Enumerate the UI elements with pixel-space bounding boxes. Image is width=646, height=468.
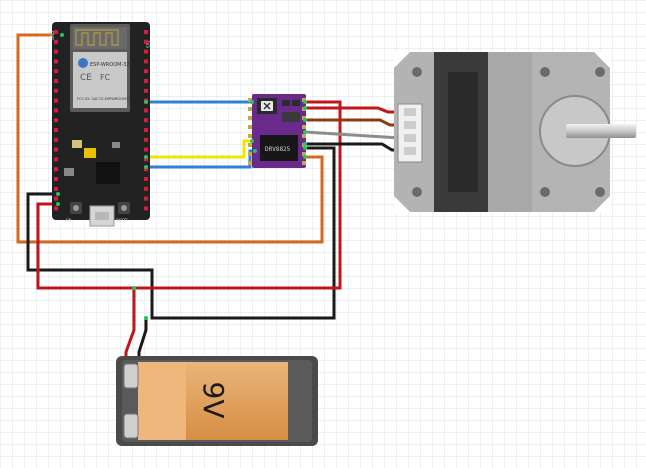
boot-label: BOOT bbox=[116, 218, 128, 223]
wire-end-dot bbox=[56, 202, 60, 206]
regulator-chip bbox=[96, 162, 120, 184]
esp32-pin bbox=[144, 118, 148, 123]
esp32-pin bbox=[144, 88, 148, 93]
driver-pin bbox=[248, 161, 252, 165]
wire-end-dot bbox=[303, 155, 307, 159]
heatsink-chip bbox=[260, 135, 298, 161]
battery-label: 9V bbox=[197, 382, 230, 419]
wires bbox=[16, 33, 401, 366]
wire-end-dot bbox=[144, 155, 148, 159]
driver-chip-label: DRV8825 bbox=[265, 146, 291, 153]
yellow-wire bbox=[146, 139, 252, 159]
wire-end-dot bbox=[144, 100, 148, 104]
esp32-pin bbox=[54, 196, 58, 201]
battery-terminal-positive bbox=[123, 363, 139, 389]
driver-pin bbox=[302, 98, 306, 102]
wire-end-dot bbox=[132, 286, 136, 290]
wire-end-dot bbox=[303, 130, 307, 134]
esp32-pin bbox=[54, 186, 58, 191]
driver-pin bbox=[302, 161, 306, 165]
esp32-pin bbox=[54, 167, 58, 172]
wire-end-dot bbox=[303, 142, 307, 146]
wire-end-dot bbox=[303, 106, 307, 110]
driver-pin bbox=[302, 116, 306, 120]
black-wire-esp-gnd bbox=[26, 146, 336, 320]
wire-end-dot bbox=[56, 192, 60, 196]
fcc-mark: FC bbox=[100, 73, 111, 82]
esp32-pin bbox=[54, 79, 58, 83]
wire-end-dot bbox=[250, 139, 254, 143]
driver-pin bbox=[248, 134, 252, 138]
esp32-pin bbox=[144, 167, 148, 172]
wire-end-dot bbox=[253, 149, 257, 153]
esp32-pin bbox=[144, 79, 148, 83]
esp32-pin bbox=[144, 49, 148, 54]
driver-pin bbox=[248, 125, 252, 129]
esp32-pin bbox=[54, 118, 58, 123]
esp32-pin bbox=[54, 98, 58, 103]
drv8825-driver[interactable]: DRV8825 bbox=[248, 94, 306, 168]
esp32-pin bbox=[144, 108, 148, 113]
module-label-2: FCC ID: 2AC7Z-ESPWROOM32 bbox=[77, 97, 131, 101]
pin-label-3v3: 3V3 bbox=[145, 40, 150, 48]
wire-end-dot bbox=[303, 118, 307, 122]
stepper-motor[interactable] bbox=[394, 52, 636, 212]
esp32-board[interactable]: ESP-WROOM-32 CE FC FCC ID: 2AC7Z-ESPWROO… bbox=[50, 22, 150, 227]
esp32-pin bbox=[144, 30, 148, 34]
esp32-pin bbox=[54, 137, 58, 142]
driver-pin bbox=[302, 134, 306, 138]
battery-9v[interactable]: 9V bbox=[116, 356, 318, 446]
esp32-pin bbox=[54, 69, 58, 74]
esp32-pin bbox=[54, 49, 58, 54]
driver-pin bbox=[248, 143, 252, 147]
red-wire-esp bbox=[36, 100, 342, 290]
esp32-left-pin-header bbox=[54, 30, 58, 211]
esp32-pin bbox=[144, 137, 148, 142]
esp32-pin bbox=[54, 128, 58, 132]
driver-pin bbox=[248, 98, 252, 102]
wire-end-dot bbox=[250, 100, 254, 104]
esp32-pin bbox=[54, 39, 58, 44]
motor-shaft bbox=[566, 124, 636, 138]
esp32-pin bbox=[54, 206, 58, 211]
esp32-pin bbox=[54, 108, 58, 113]
esp32-pin bbox=[54, 59, 58, 64]
ce-mark: CE bbox=[80, 73, 92, 83]
orange-wire bbox=[16, 33, 324, 244]
esp32-pin bbox=[144, 59, 148, 64]
wire-end-dot bbox=[303, 146, 307, 150]
esp32-pin bbox=[144, 177, 148, 181]
esp32-pin bbox=[54, 157, 58, 162]
wire-end-dot bbox=[60, 33, 64, 37]
driver-pin bbox=[248, 116, 252, 120]
esp32-pin bbox=[144, 186, 148, 191]
esp32-pin bbox=[54, 177, 58, 181]
esp32-pin bbox=[54, 147, 58, 152]
esp32-pin bbox=[144, 147, 148, 152]
esp32-pin bbox=[144, 157, 148, 162]
wire-end-markers bbox=[56, 33, 307, 320]
driver-left-pins bbox=[248, 98, 252, 165]
esp32-pin bbox=[144, 69, 148, 74]
wifi-logo-icon bbox=[78, 58, 88, 68]
battery-terminal-negative bbox=[123, 413, 139, 439]
en-label: EN bbox=[66, 218, 72, 223]
esp32-pin bbox=[144, 206, 148, 211]
esp32-pin bbox=[54, 30, 58, 34]
wire-end-dot bbox=[144, 316, 148, 320]
wire-end-dot bbox=[144, 165, 148, 169]
esp32-pin bbox=[54, 88, 58, 93]
driver-pin bbox=[302, 125, 306, 129]
wire-end-dot bbox=[303, 100, 307, 104]
esp32-pin bbox=[144, 39, 148, 44]
module-label-1: ESP-WROOM-32 bbox=[90, 62, 130, 68]
driver-pin bbox=[248, 107, 252, 111]
driver-pin bbox=[302, 152, 306, 156]
driver-pin bbox=[248, 152, 252, 156]
motor-wire-gray bbox=[304, 130, 401, 140]
pin-label-gnd: GND bbox=[50, 31, 55, 40]
esp32-pin bbox=[144, 196, 148, 201]
esp32-pin bbox=[144, 128, 148, 132]
